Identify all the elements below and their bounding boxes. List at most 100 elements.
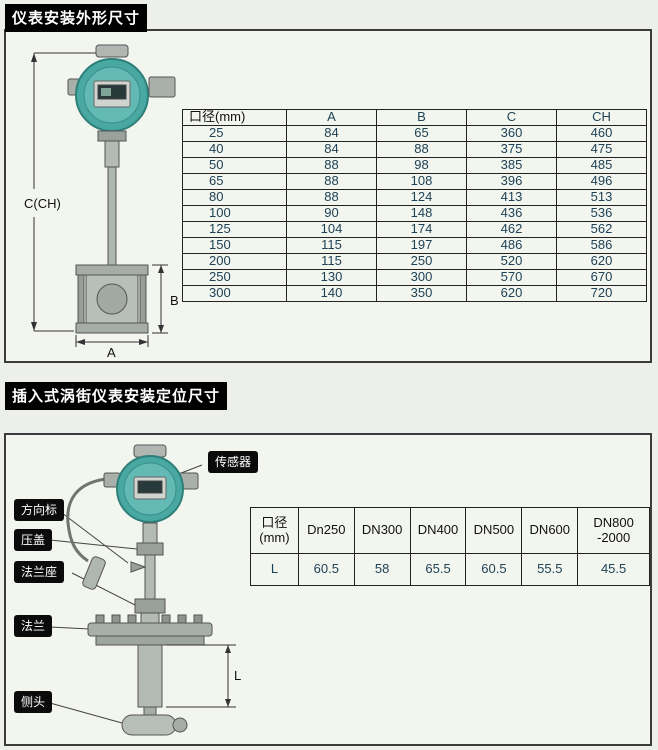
table-cell: 88 [286,157,377,174]
table-cell: 300 [376,269,467,286]
table-cell: 84 [286,125,377,142]
table-cell: 436 [466,205,557,222]
label-probe: 侧头 [14,691,53,713]
last-header-line1: DN800 [593,515,634,531]
section2-title: 插入式涡街仪表安装定位尺寸 [5,382,228,410]
sensor-cable [66,477,107,563]
table-header-cell: 口径 (mm) [250,507,299,554]
insertion-pipe [137,644,163,716]
table-cell: 108 [376,173,467,190]
table-cell: 115 [286,253,377,270]
table-cell: 620 [466,285,557,302]
table-header-cell: C [466,109,557,126]
insertion-flowmeter-drawing: L [49,444,241,736]
last-header-line2: -2000 [596,529,631,545]
table-header-row: 口径(mm) A B C CH [182,109,647,126]
table-row: 100 90 148 436 536 [182,205,647,222]
table-cell: 60.5 [465,553,523,586]
table-cell: 45.5 [577,553,650,586]
table-cell: 90 [286,205,377,222]
table-cell: 60.5 [297,553,355,586]
table-cell: 360 [466,125,557,142]
table-cell: 197 [376,237,467,254]
table-row: 80 88 124 413 513 [182,189,647,206]
transmitter-head [67,44,176,132]
table-cell: 150 [182,237,287,254]
table-row: 40 84 88 375 475 [182,141,647,158]
arrow-left-icon [76,339,85,345]
label-gland: 压盖 [14,529,53,551]
table-cell: 570 [466,269,557,286]
probe-head [121,714,188,736]
arrow-up-icon [31,53,37,62]
table-cell: 460 [556,125,647,142]
stem-assembly [130,522,166,624]
dim-label-b: B [170,293,179,308]
table-cell: 485 [556,157,647,174]
table-cell: L [250,553,299,586]
dimension-l-lines [166,644,236,708]
table-cell: 98 [376,157,467,174]
table-row: 200 115 250 520 620 [182,253,647,270]
table-cell: 115 [286,237,377,254]
table-cell: 200 [182,253,287,270]
arrow-down-icon [31,322,37,331]
table-header-cell: 口径(mm) [182,109,287,126]
table-row: 150 115 197 486 586 [182,237,647,254]
dimension-c-lines [33,52,98,332]
dimension-a-lines [75,335,149,347]
table-cell: 80 [182,189,287,206]
table-row: 300 140 350 620 720 [182,285,647,302]
table-cell: 250 [182,269,287,286]
table-header-cell: DN300 [353,507,411,554]
label-flange: 法兰 [14,615,53,637]
table-cell: 65 [182,173,287,190]
table-cell: 300 [182,285,287,302]
meter-body [75,130,149,334]
table-cell: 125 [182,221,287,238]
table-header-cell: DN400 [409,507,467,554]
table-cell: 40 [182,141,287,158]
transmitter-head [103,444,199,523]
outline-dimensions-table: 口径(mm) A B C CH 25 84 65 360 460 40 84 8… [182,109,647,302]
table-cell: 88 [286,189,377,206]
corner-line2: (mm) [259,529,290,545]
table-header-cell: DN500 [465,507,523,554]
dim-label-a: A [107,345,116,359]
arrow-down-icon [225,699,231,707]
table-cell: 396 [466,173,557,190]
table-cell: 174 [376,221,467,238]
table-cell: 25 [182,125,287,142]
table-header-cell: CH [556,109,647,126]
table-cell: 130 [286,269,377,286]
table-cell: 562 [556,221,647,238]
table-header-cell: DN600 [521,507,579,554]
table-row: 50 88 98 385 485 [182,157,647,174]
table-cell: 462 [466,221,557,238]
table-cell: 720 [556,285,647,302]
table-cell: 350 [376,285,467,302]
dim-label-c: C(CH) [24,196,61,211]
table-cell: 536 [556,205,647,222]
label-direction-indicator: 方向标 [14,499,65,521]
table-cell: 104 [286,221,377,238]
table-header-cell: Dn250 [297,507,355,554]
insertion-dimensions-table: 口径 (mm) Dn250 DN300 DN400 DN500 DN600 DN… [250,507,650,586]
flange-assembly [87,614,213,646]
arrow-down-icon [158,325,164,333]
table-cell: 475 [556,141,647,158]
table-cell: 88 [286,173,377,190]
dim-label-l: L [234,668,241,683]
table-cell: 58 [353,553,411,586]
table-cell: 670 [556,269,647,286]
vortex-flowmeter-drawing: C(CH) B [24,44,179,359]
table-cell: 385 [466,157,557,174]
table-header-cell: A [286,109,377,126]
table-cell: 496 [556,173,647,190]
table-cell: 586 [556,237,647,254]
table-cell: 50 [182,157,287,174]
table-row: L 60.5 58 65.5 60.5 55.5 45.5 [250,553,650,586]
table-cell: 88 [376,141,467,158]
label-sensor: 传感器 [208,451,259,473]
table-cell: 513 [556,189,647,206]
